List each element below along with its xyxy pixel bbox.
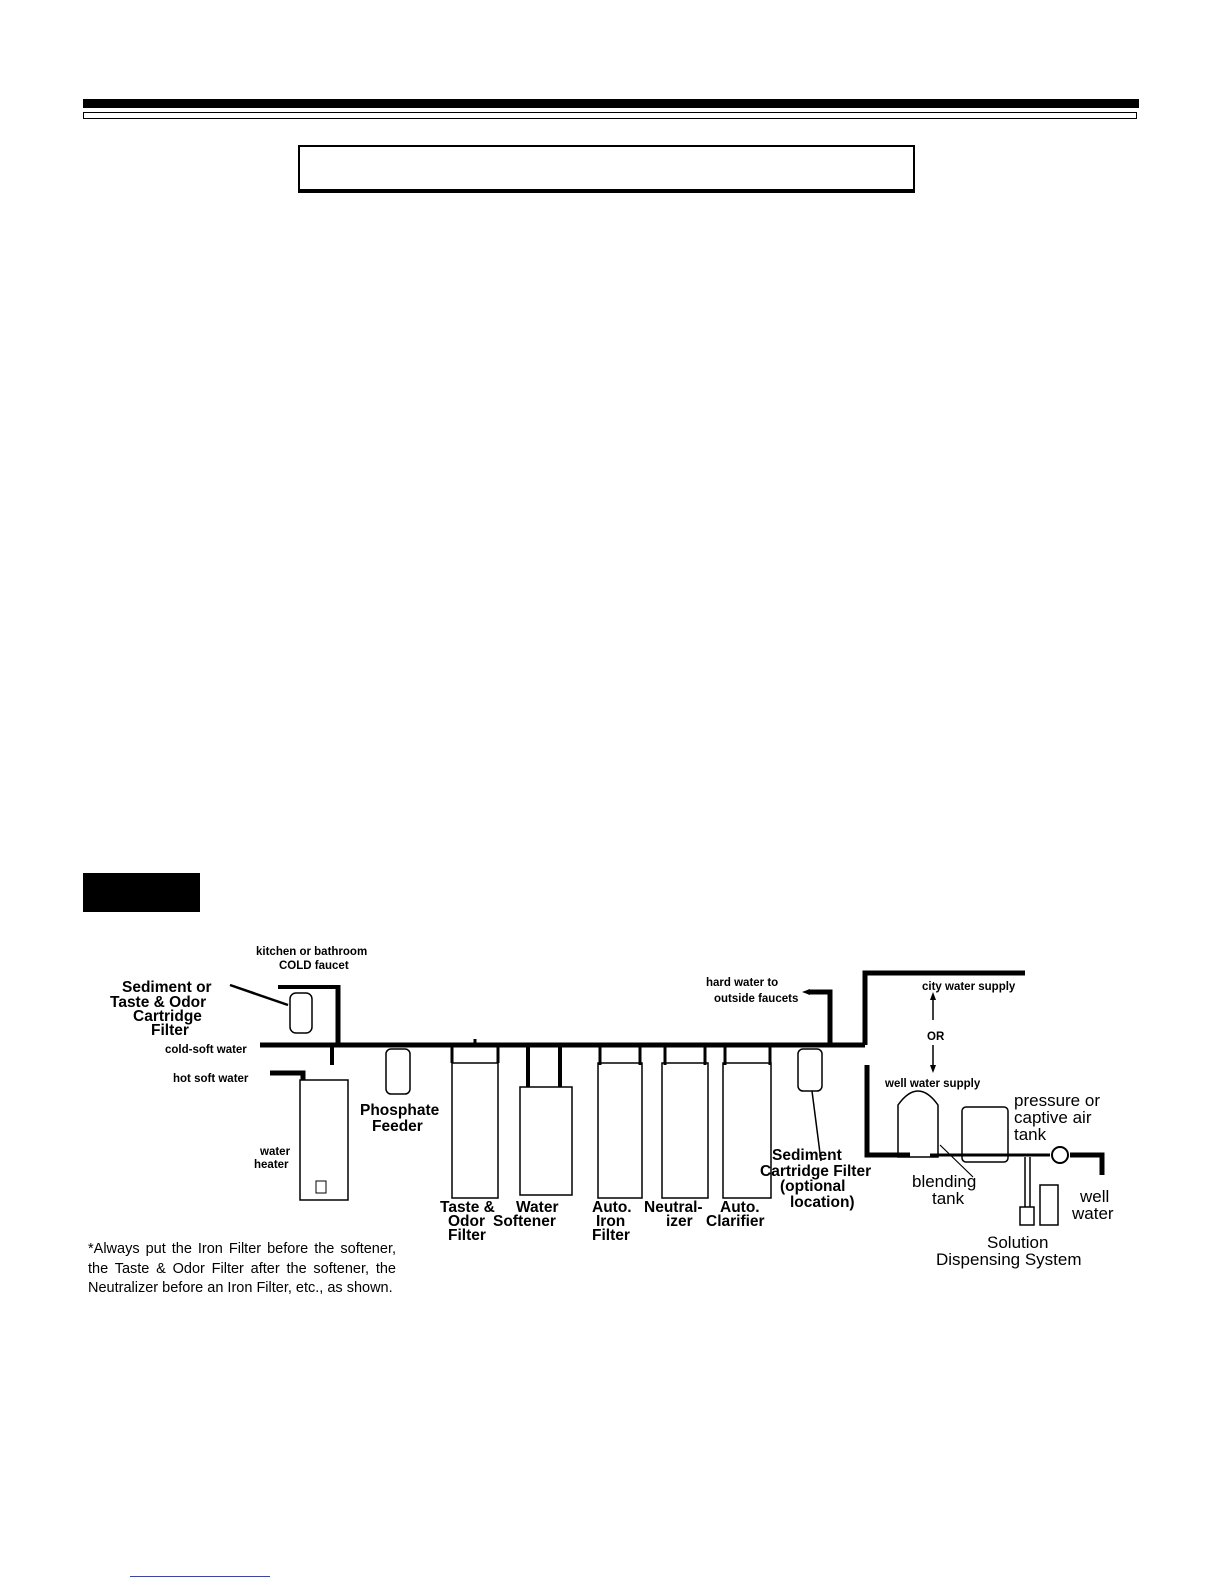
clarifier-tank [722, 1062, 772, 1199]
label-solution-1: Solution [987, 1233, 1048, 1252]
label-or: OR [927, 1031, 945, 1043]
label-pressure-1: pressure or [1014, 1091, 1100, 1110]
label-city-water: city water supply [922, 981, 1016, 993]
label-kitchen-faucet-1: kitchen or bathroom [256, 946, 367, 958]
label-sediment-filter-2: Cartridge Filter [760, 1163, 871, 1180]
sediment-cartridge [289, 992, 313, 1034]
label-hot-soft: hot soft water [173, 1073, 249, 1085]
loop-clarifier [723, 1045, 772, 1065]
blending-tank [897, 1090, 939, 1158]
label-iron-3: Filter [592, 1227, 630, 1244]
iron-filter-tank [597, 1062, 643, 1199]
label-sediment-filter-1: Sediment [772, 1147, 842, 1164]
label-hard-water-1: hard water to [706, 977, 778, 989]
label-sediment-cartridge-4: Filter [151, 1022, 189, 1039]
label-iron-1: Auto. [592, 1199, 632, 1216]
label-softener-1: Water [516, 1199, 559, 1216]
label-solution-2: Dispensing System [936, 1250, 1082, 1269]
label-cold-soft: cold-soft water [165, 1044, 247, 1056]
figure-tab [83, 873, 200, 912]
water-treatment-diagram: kitchen or bathroom COLD faucet Sediment… [110, 946, 1114, 1269]
pressure-tank [961, 1106, 1009, 1163]
label-phosphate-2: Feeder [372, 1118, 423, 1135]
label-well-supply: well water supply [884, 1078, 981, 1090]
label-sediment-filter-3: (optional [780, 1178, 845, 1195]
label-hard-water-2: outside faucets [714, 993, 798, 1005]
label-taste-odor-3: Filter [448, 1227, 486, 1244]
label-blending-2: tank [932, 1189, 965, 1208]
label-water-heater-2: heater [254, 1159, 289, 1171]
label-pressure-3: tank [1014, 1125, 1047, 1144]
title-box [298, 145, 915, 193]
phosphate-feeder [385, 1048, 411, 1095]
taste-odor-tank [451, 1062, 499, 1199]
loop-neutralizer [663, 1045, 707, 1065]
label-sediment-filter-4: location) [790, 1194, 855, 1211]
label-well-water-2: water [1071, 1204, 1114, 1223]
label-neutralizer-1: Neutral- [644, 1199, 703, 1216]
label-sediment-cartridge-1: Sediment or [122, 979, 212, 996]
water-heater-tank [299, 1079, 349, 1201]
label-water-heater-1: water [259, 1146, 291, 1158]
footnote: *Always put the Iron Filter before the s… [88, 1241, 396, 1296]
bottom-link-underline[interactable] [130, 1576, 270, 1577]
label-taste-odor-1: Taste & [440, 1199, 495, 1216]
label-sediment-cartridge-3: Cartridge [133, 1008, 202, 1025]
label-taste-odor-2: Odor [448, 1213, 485, 1230]
label-iron-2: Iron [596, 1213, 625, 1230]
header-rule-thick [83, 99, 1139, 108]
label-phosphate-1: Phosphate [360, 1102, 440, 1119]
label-sediment-cartridge-2: Taste & Odor [110, 994, 206, 1011]
label-clarifier-1: Auto. [720, 1199, 760, 1216]
well-supply-pipe [864, 1065, 910, 1158]
loop-softener [526, 1043, 562, 1087]
softener-tank [519, 1086, 573, 1196]
label-pressure-2: captive air [1014, 1108, 1092, 1127]
label-blending-1: blending [912, 1172, 976, 1191]
label-softener-2: Softener [493, 1213, 556, 1230]
label-neutralizer-2: izer [666, 1213, 693, 1230]
city-supply-pipe [862, 970, 1025, 1045]
label-kitchen-faucet-2: COLD faucet [279, 960, 349, 972]
label-clarifier-2: Clarifier [706, 1213, 765, 1230]
sediment-filter-right [797, 1048, 823, 1092]
neutralizer-tank [661, 1062, 709, 1199]
loop-iron [598, 1045, 642, 1065]
header-rule-thin [83, 112, 1137, 119]
loop-taste-odor [450, 1039, 500, 1063]
label-well-water-1: well [1079, 1187, 1109, 1206]
